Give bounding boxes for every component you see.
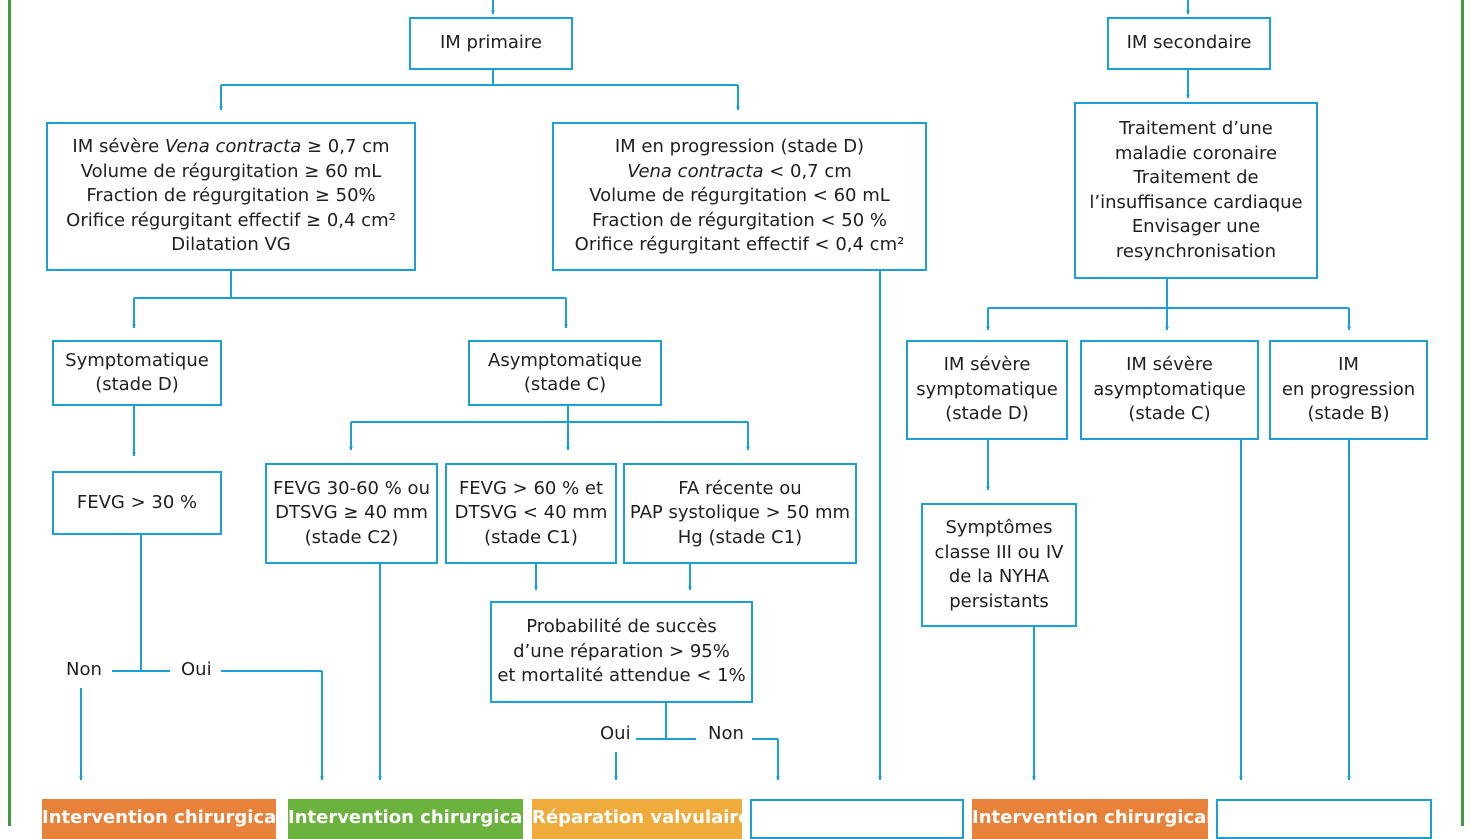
box-text-line: DTSVG ≥ 40 mm xyxy=(275,502,428,524)
box-text-line: (stade C) xyxy=(523,374,607,395)
box-text-line: Vena contracta < 0,7 cm xyxy=(627,160,852,182)
box-text-line: symptomatique xyxy=(916,378,1058,400)
box-text-line: Fraction de régurgitation < 50 % xyxy=(591,209,888,231)
im-secondaire-box: IM secondaire xyxy=(1107,17,1271,70)
box-text-line: Traitement de xyxy=(1133,167,1259,188)
box-text-line: Asymptomatique xyxy=(488,349,642,371)
box-text: Symptomatique (stade D) xyxy=(65,349,209,398)
outcome-box-4 xyxy=(750,799,964,839)
right-frame-border xyxy=(1461,0,1464,826)
box-text-line: Orifice régurgitant effectif ≥ 0,4 cm² xyxy=(66,209,396,231)
box-text-line: DTSVG < 40 mm xyxy=(454,502,608,524)
box-text-line: IM secondaire xyxy=(1126,32,1252,54)
box-text-line: IM primaire xyxy=(439,32,543,54)
box-text: FEVG > 60 % et DTSVG < 40 mm(stade C1) xyxy=(455,477,608,551)
non-label-mid: Non xyxy=(708,723,744,744)
box-text-line: (stade D) xyxy=(945,403,1029,425)
asymptomatique-box: Asymptomatique (stade C) xyxy=(468,340,662,406)
box-text-line: IM sévère xyxy=(943,354,1031,376)
box-text: IM primaire xyxy=(440,31,542,56)
box-text-line: asymptomatique xyxy=(1093,378,1246,400)
outcome-box-6 xyxy=(1216,799,1432,839)
box-text-line: Orifice régurgitant effectif < 0,4 cm² xyxy=(574,234,905,256)
box-text-line: Hg (stade C1) xyxy=(677,526,803,548)
box-text-line: (stade C1) xyxy=(484,526,578,548)
box-text-line: IM sévère Vena contracta ≥ 0,7 cm xyxy=(72,136,390,158)
outcome-box-3: Réparation valvulaire xyxy=(532,799,742,839)
box-text-line: Probabilité de succès xyxy=(526,616,717,638)
symptomatique-box: Symptomatique (stade D) xyxy=(52,340,222,406)
symptomes-box: Symptômes classe III ou IV de la NYHA persi… xyxy=(921,503,1077,627)
box-text-line: (stade C) xyxy=(1128,403,1211,425)
box-text-line: l’insuffisance cardiaque xyxy=(1089,191,1303,213)
box-text-line: (stade D) xyxy=(95,374,179,395)
box-text-line: d’une réparation > 95% xyxy=(513,640,730,662)
fevg-60-box: FEVG > 60 % et DTSVG < 40 mm(stade C1) xyxy=(445,463,617,564)
box-text-line: FEVG > 60 % et xyxy=(458,477,604,499)
box-text-line: classe III ou IV xyxy=(934,541,1064,563)
outcome-box-1: Intervention chirurgicale xyxy=(42,799,276,839)
box-text-line: persistants xyxy=(949,590,1049,612)
box-text-line: FEVG > 30 % xyxy=(76,491,198,513)
box-text-line: maladie coronaire xyxy=(1114,142,1278,164)
fevg-30-60-box: FEVG 30-60 % ou DTSVG ≥ 40 mm(stade C2) xyxy=(265,463,438,564)
box-text-line: en progression xyxy=(1281,378,1416,400)
box-text-line: FA récente ou xyxy=(678,477,802,499)
box-text-line: (stade B) xyxy=(1307,403,1390,425)
box-text-line: Symptomatique xyxy=(65,349,209,371)
box-text-line: PAP systolique > 50 mm xyxy=(629,502,851,524)
box-text-line: FEVG 30-60 % ou xyxy=(273,477,430,499)
box-text-line: IM xyxy=(1338,354,1359,376)
outcome-box-5: Intervention chirurgicale xyxy=(972,799,1208,839)
box-text-line: Volume de régurgitation < 60 mL xyxy=(589,185,890,207)
box-text-line: IM en progression (stade D) xyxy=(614,136,865,158)
box-text-line: IM sévère xyxy=(1126,354,1213,376)
box-text-line: (stade C2) xyxy=(304,526,399,548)
oui-label-left: Oui xyxy=(181,659,212,680)
box-text-line: Envisager une xyxy=(1131,216,1261,237)
box-text: FEVG 30-60 % ou DTSVG ≥ 40 mm(stade C2) xyxy=(273,477,430,551)
box-text-line: resynchronisation xyxy=(1115,240,1277,262)
im-primaire-box: IM primaire xyxy=(409,17,573,70)
left-frame-border xyxy=(8,0,11,826)
outcome-box-2: Intervention chirurgicale xyxy=(288,799,523,839)
oui-label-mid: Oui xyxy=(600,723,631,744)
im-progression-primary-box: IM en progression (stade D)Vena contract… xyxy=(552,122,927,271)
box-text-line: de la NYHA xyxy=(948,566,1050,587)
box-text: Asymptomatique (stade C) xyxy=(488,349,642,398)
box-text-line: Volume de régurgitation ≥ 60 mL xyxy=(80,160,382,182)
box-text: FEVG > 30 % xyxy=(77,491,197,516)
box-text-line: Traitement d’une xyxy=(1119,118,1273,139)
non-label-left: Non xyxy=(66,659,102,680)
box-text: Symptômes classe III ou IV de la NYHA persi… xyxy=(935,516,1064,614)
box-text: IM en progression (stade D)Vena contract… xyxy=(575,135,905,258)
fevg-30-box: FEVG > 30 % xyxy=(52,471,222,535)
box-text-line: et mortalité attendue < 1% xyxy=(497,665,746,687)
box-text-line: Symptômes xyxy=(945,517,1053,538)
box-text-line: Dilatation VG xyxy=(171,234,291,256)
box-text-line: Fraction de régurgitation ≥ 50% xyxy=(86,185,376,207)
box-text: IM secondaire xyxy=(1127,31,1252,56)
